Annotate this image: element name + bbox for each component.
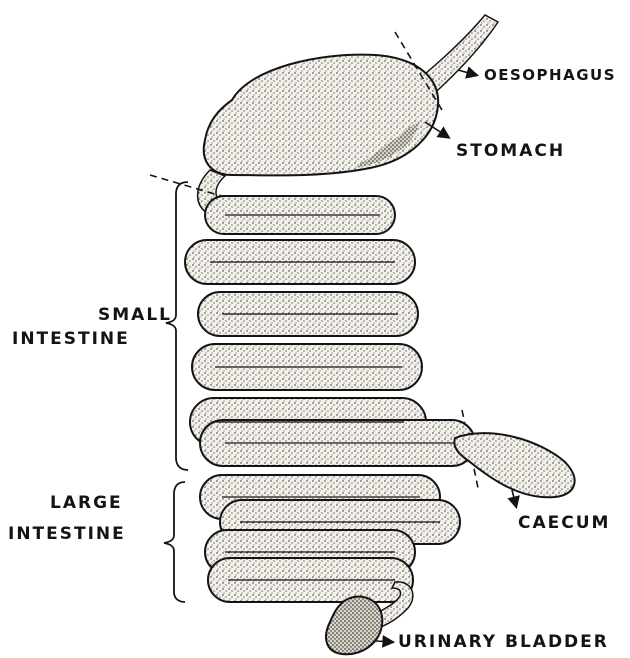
oesophagus-label: OESOPHAGUS: [484, 64, 616, 86]
small-intestine-brace: [166, 182, 188, 470]
caecum-shape: [454, 433, 574, 497]
stomach-label: STOMACH: [456, 140, 565, 162]
large-intestine-brace: [164, 482, 185, 602]
urinary-bladder-arrow: [376, 641, 392, 642]
small-intestine-label-line2: INTESTINE: [12, 328, 130, 350]
stomach-shape: [204, 55, 438, 176]
oesophagus-arrow: [458, 70, 476, 75]
large-intestine-label-line2: INTESTINE: [8, 523, 126, 545]
small-intestine-coils: [185, 196, 475, 466]
urinary-bladder-shape: [326, 597, 382, 655]
caecum-arrow: [512, 490, 516, 506]
large-intestine-coils: [200, 475, 460, 602]
caecum-label: CAECUM: [518, 512, 610, 534]
small-intestine-label-line1: SMALL: [98, 304, 172, 326]
urinary-bladder-label: URINARY BLADDER: [398, 631, 609, 653]
large-intestine-label-line1: LARGE: [50, 492, 123, 514]
